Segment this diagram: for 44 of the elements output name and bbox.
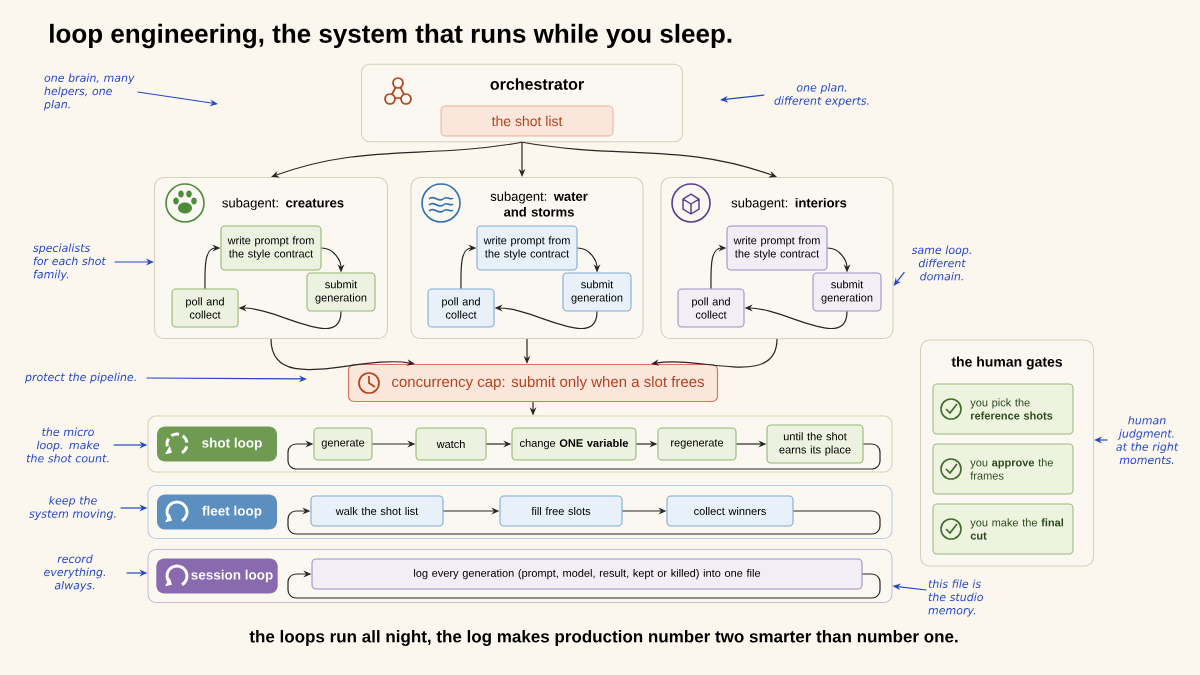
arrow: [270, 338, 415, 371]
step-box: submit generation: [562, 272, 632, 312]
step-box: log every generation (prompt, model, result, kept or killed) into one file: [311, 558, 863, 590]
handwritten-note: keep the system moving.: [29, 496, 116, 520]
step-box: submit generation: [306, 272, 376, 312]
gate-box: you approve the frames: [932, 443, 1074, 495]
handwritten-note: protect the pipeline.: [24, 372, 136, 384]
handwritten-note: record everything. always.: [44, 554, 105, 592]
note-arrow: [720, 94, 765, 103]
arrow: [287, 507, 881, 535]
step-box: collect winners: [666, 495, 794, 527]
step-box: walk the shot list: [310, 495, 444, 527]
handwritten-note: the micro loop. make the shot count.: [26, 427, 109, 463]
gate-box: you make the final cut: [932, 503, 1074, 555]
handwritten-note: one plan. different experts.: [774, 83, 869, 107]
handwritten-note: this file is the studio memory.: [928, 579, 983, 617]
step-box: generate: [313, 427, 373, 461]
step-box: until the shot earns its place: [766, 424, 864, 464]
arrow: [521, 141, 777, 178]
limit-box: concurrency cap: submit only when a slot frees: [347, 363, 719, 403]
step-box: poll and collect: [677, 288, 745, 328]
loop-pill: shot loop: [157, 426, 277, 462]
handwritten-note: one brain, many helpers, one plan.: [43, 73, 135, 111]
step-box: poll and collect: [171, 288, 239, 328]
step-box: write prompt from the style contract: [220, 225, 322, 271]
step-box: watch: [415, 427, 487, 461]
title: loop engineering, the system that runs while you sleep.: [50, 23, 732, 49]
step-box: regenerate: [657, 427, 737, 461]
step-box: poll and collect: [427, 288, 495, 328]
handwritten-note: same loop. different domain.: [911, 245, 971, 281]
gate-box: you pick the reference shots: [932, 383, 1074, 435]
step-box: submit generation: [812, 272, 882, 312]
arrow: [287, 570, 881, 599]
step-box: change ONE variable: [511, 427, 637, 461]
handwritten-note: specialists for each shot family.: [33, 243, 107, 281]
arrow: [651, 338, 778, 368]
list-box: the shot list: [440, 105, 614, 137]
step-box: write prompt from the style contract: [726, 225, 828, 271]
handwritten-note: human judgment. at the right moments.: [1116, 415, 1179, 465]
step-box: fill free slots: [499, 495, 623, 527]
caption: the loops run all night, the log makes production number two smarter than number one.: [249, 630, 958, 646]
step-box: write prompt from the style contract: [476, 225, 578, 271]
arrow: [271, 141, 523, 178]
note-arrow: [893, 271, 905, 286]
